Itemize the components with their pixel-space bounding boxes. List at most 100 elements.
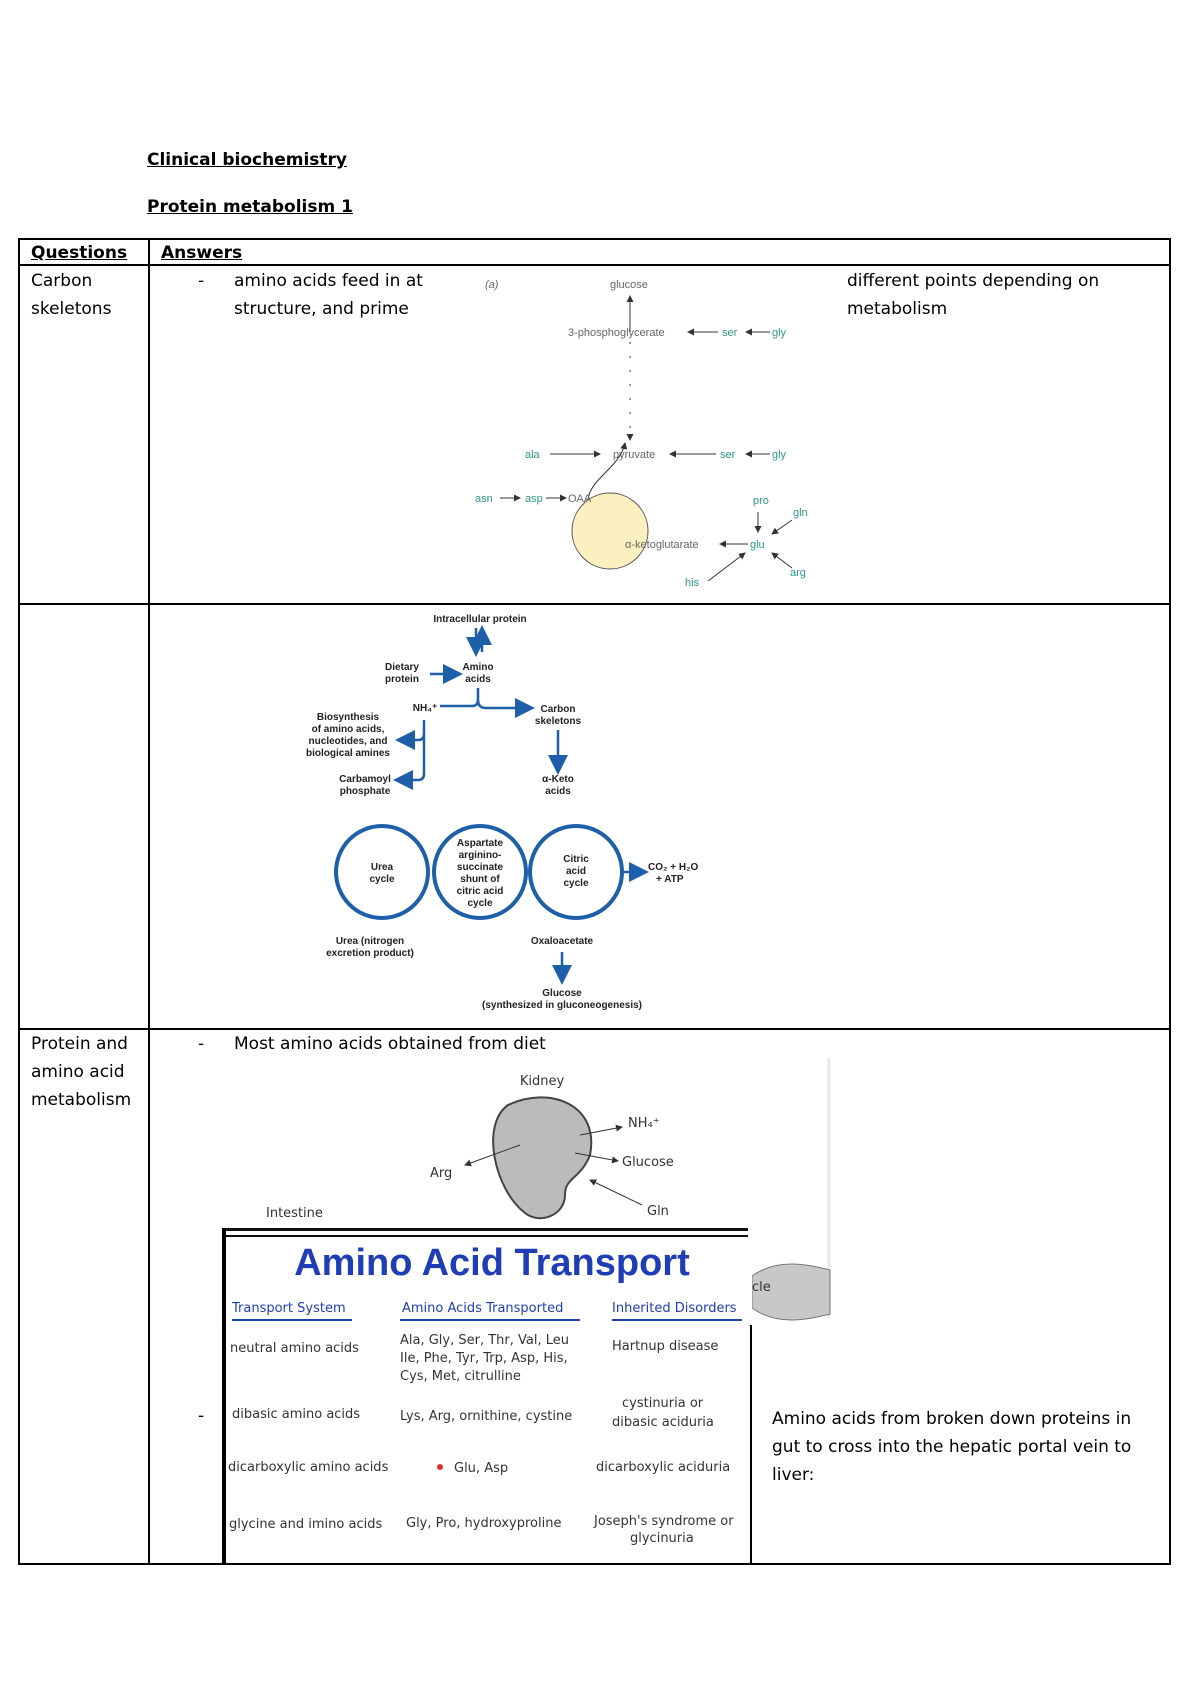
transport-row-disorder: Hartnup disease	[612, 1339, 718, 1354]
answer-text-continued: different points depending on metabolism	[847, 271, 1100, 319]
node-ser-2: ser	[720, 449, 736, 461]
label-glucose: Glucose	[622, 1155, 674, 1170]
dash: -	[198, 1034, 205, 1054]
label-co2-h2o: CO₂ + H₂O	[648, 862, 699, 873]
label-aspartate: Aspartate	[457, 838, 504, 849]
label-skeletons: skeletons	[535, 716, 582, 727]
transport-row-amino-acids: Gly, Pro, hydroxyproline	[406, 1516, 561, 1531]
label-citric: Citric	[563, 854, 589, 865]
transport-row-disorder: dicarboxylic aciduria	[596, 1460, 730, 1475]
label-gln: Gln	[647, 1204, 669, 1219]
label-intestine: Intestine	[266, 1206, 323, 1221]
bullet-icon	[437, 1464, 443, 1470]
label-gluconeogenesis: (synthesized in gluconeogenesis)	[482, 1000, 642, 1011]
dash: -	[198, 271, 205, 291]
label-of-amino-acids: of amino acids,	[312, 724, 385, 735]
label-muscle-fragment: cle	[752, 1280, 771, 1295]
figure-label: (a)	[485, 279, 499, 291]
label-succinate: succinate	[457, 862, 504, 873]
transport-row-disorder: dibasic aciduria	[612, 1415, 714, 1430]
dash: -	[198, 1406, 205, 1426]
node-3-phosphoglycerate: 3-phosphoglycerate	[568, 327, 665, 339]
questions-header: Questions	[31, 243, 128, 263]
answer-amino-acids-broken-down: Amino acids from broken down proteins in…	[772, 1409, 1132, 1485]
transport-row-disorder: cystinuria or	[622, 1396, 704, 1411]
label-alpha-keto: α-Keto	[542, 774, 574, 785]
label-urea-cycle: cycle	[369, 874, 394, 885]
transport-row-system: glycine and imino acids	[229, 1517, 382, 1532]
transport-header-amino-acids: Amino Acids Transported	[402, 1301, 563, 1316]
transport-header-disorders: Inherited Disorders	[612, 1301, 737, 1316]
document-subtitle: Protein metabolism 1	[147, 197, 353, 217]
question-carbon-skeletons: Carbon skeletons	[31, 271, 112, 319]
node-glucose: glucose	[610, 279, 648, 291]
node-gly: gly	[772, 327, 787, 339]
label-kidney: Kidney	[520, 1074, 565, 1089]
label-dietary: Dietary	[385, 662, 419, 673]
label-acid: acid	[566, 866, 586, 877]
transport-title: Amino Acid Transport	[294, 1242, 690, 1284]
label-carbamoyl: Carbamoyl	[339, 774, 391, 785]
node-asp: asp	[525, 493, 543, 505]
label-arginino: arginino-	[459, 850, 502, 861]
node-asn: asn	[475, 493, 493, 505]
transport-row-amino-acids: Glu, Asp	[454, 1461, 508, 1476]
transport-row-amino-acids: Ala, Gly, Ser, Thr, Val, Leu	[400, 1333, 569, 1348]
answer-most-amino-acids: Most amino acids obtained from diet	[234, 1034, 546, 1054]
label-nh4: NH₄⁺	[413, 703, 438, 714]
label-nucleotides: nucleotides, and	[309, 736, 388, 747]
answer-text: amino acids feed in at structure, and pr…	[234, 271, 423, 319]
transport-row-amino-acids: Ile, Phe, Tyr, Trp, Asp, His,	[400, 1351, 568, 1366]
transport-row-amino-acids: Lys, Arg, ornithine, cystine	[400, 1409, 572, 1424]
carbon-skeleton-pathway-figure: (a) glucose 3-phosphoglycerate ser gly a…	[475, 279, 808, 589]
label-nh4: NH₄⁺	[628, 1116, 660, 1131]
label-cycle: cycle	[467, 898, 492, 909]
node-gln: gln	[793, 507, 808, 519]
node-ser: ser	[722, 327, 738, 339]
transport-row-system: dicarboxylic amino acids	[228, 1460, 389, 1475]
transport-row-disorder: glycinuria	[630, 1531, 694, 1546]
label-urea: Urea	[371, 862, 394, 873]
node-oaa: OAA	[568, 493, 592, 505]
muscle-shape: cle	[751, 1263, 831, 1321]
label-biological-amines: biological amines	[306, 748, 390, 759]
label-citric-acid: citric acid	[457, 886, 504, 897]
transport-row-system: neutral amino acids	[230, 1341, 359, 1356]
transport-row-amino-acids: Cys, Met, citrulline	[400, 1369, 521, 1384]
muscle-figure-fragment: cle	[751, 1058, 831, 1321]
transport-row-system: dibasic amino acids	[232, 1407, 360, 1422]
transport-header-system: Transport System	[231, 1301, 346, 1316]
label-shunt-of: shunt of	[460, 874, 500, 885]
label-atp: + ATP	[656, 874, 684, 885]
kidney-figure: Kidney NH₄⁺ Glucose Arg Gln Intestine	[266, 1074, 674, 1221]
label-phosphate: phosphate	[340, 786, 391, 797]
label-arg: Arg	[430, 1166, 452, 1181]
label-excretion-product: excretion product)	[326, 948, 414, 959]
label-biosynthesis: Biosynthesis	[317, 712, 380, 723]
amino-acid-catabolism-figure: Intracellular protein Dietary protein Am…	[306, 614, 698, 1011]
label-protein: protein	[385, 674, 419, 685]
label-keto-acids: acids	[545, 786, 571, 797]
node-his: his	[685, 577, 700, 589]
transport-row-disorder: Joseph's syndrome or	[593, 1514, 734, 1529]
node-alpha-ketoglutarate: α-ketoglutarate	[625, 539, 699, 551]
node-glu: glu	[750, 539, 765, 551]
node-pro: pro	[753, 495, 769, 507]
label-intracellular-protein: Intracellular protein	[433, 614, 526, 625]
label-glucose: Glucose	[542, 988, 582, 999]
amino-acid-transport-figure: Amino Acid Transport Transport System Am…	[222, 1228, 752, 1563]
question-protein-amino-acid-metabolism: Protein and amino acid metabolism	[31, 1034, 132, 1110]
label-oxaloacetate: Oxaloacetate	[531, 936, 594, 947]
label-carbon: Carbon	[541, 704, 576, 715]
node-ala: ala	[525, 449, 541, 461]
label-acids: acids	[465, 674, 491, 685]
label-amino: Amino	[462, 662, 493, 673]
node-pyruvate: pyruvate	[613, 449, 655, 461]
answers-header: Answers	[161, 243, 243, 263]
node-gly-2: gly	[772, 449, 787, 461]
document-title: Clinical biochemistry	[147, 150, 347, 170]
label-citric-cycle: cycle	[563, 878, 588, 889]
node-arg: arg	[790, 567, 806, 579]
label-urea-nitrogen: Urea (nitrogen	[336, 936, 404, 947]
image-border	[750, 1325, 752, 1565]
